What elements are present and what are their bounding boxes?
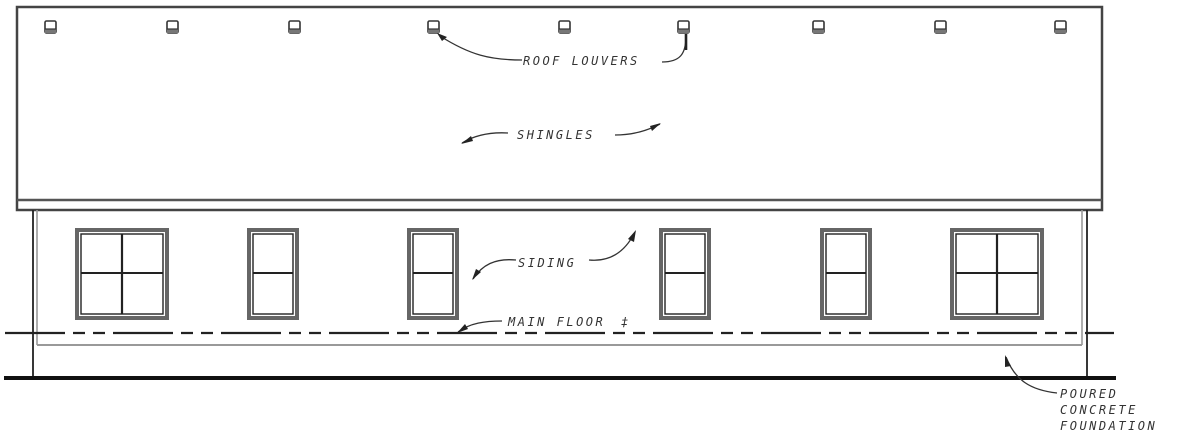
roof-louver-icon [1055, 21, 1066, 33]
label-shingles: SHINGLES [517, 128, 595, 142]
roof-louver-icon [45, 21, 56, 33]
single-window [822, 230, 870, 318]
roof-louver-icon [428, 21, 439, 33]
label-main-floor: MAIN FLOOR ‡ [508, 315, 631, 329]
single-window [249, 230, 297, 318]
arrowhead [650, 123, 661, 131]
leader-roof-louvers-right [662, 36, 686, 62]
foundation-line-1: POURED [1060, 386, 1157, 402]
single-window [409, 230, 457, 318]
roof-louver-icon [678, 21, 689, 33]
leader-roof-louvers-left [440, 36, 522, 60]
arrowhead [628, 230, 636, 242]
windows [77, 230, 1042, 318]
leader-siding-left [473, 260, 516, 279]
label-roof-louvers: ROOF LOUVERS [523, 54, 640, 68]
roof-louver-icon [167, 21, 178, 33]
double-window [952, 230, 1042, 318]
arrowhead [457, 324, 468, 333]
arrowhead [461, 136, 473, 144]
roof-louver-icon [289, 21, 300, 33]
roof-louver-icon [559, 21, 570, 33]
foundation-line-3: FOUNDATION [1060, 418, 1157, 434]
label-siding: SIDING [518, 256, 576, 270]
main-floor-text: MAIN FLOOR [508, 315, 605, 329]
double-window [77, 230, 167, 318]
roof-louvers [45, 21, 1066, 33]
foundation-line-2: CONCRETE [1060, 402, 1157, 418]
arrowhead [1005, 355, 1011, 367]
roof [17, 7, 1102, 210]
label-foundation: POURED CONCRETE FOUNDATION [1060, 386, 1157, 434]
single-window [661, 230, 709, 318]
main-floor-symbol: ‡ [621, 315, 631, 329]
roof-louver-icon [813, 21, 824, 33]
leader-siding-right [589, 232, 635, 260]
roof-louver-icon [935, 21, 946, 33]
leader-foundation [1006, 357, 1057, 393]
